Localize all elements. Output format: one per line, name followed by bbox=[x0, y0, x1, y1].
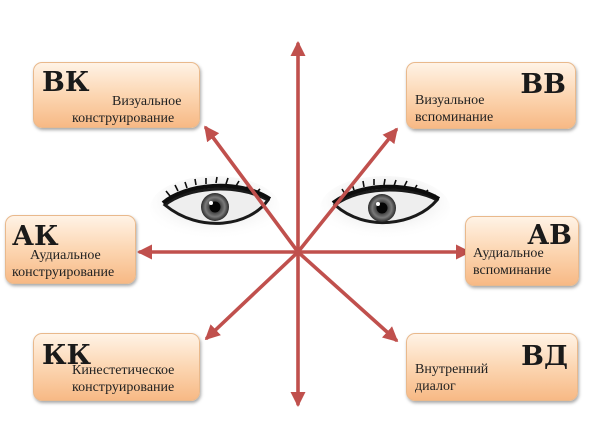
box-label-line1: Кинестетическое bbox=[72, 363, 175, 378]
arrow-up-left bbox=[204, 125, 300, 254]
box-visual-construct: ВК Визуальное конструирование bbox=[33, 62, 200, 128]
box-label-line1: Визуальное bbox=[415, 93, 485, 108]
box-label-line1: Аудиальное bbox=[473, 246, 544, 261]
box-visual-recall: ВВ Визуальное вспоминание bbox=[406, 62, 576, 129]
box-label-line1: Визуальное bbox=[112, 94, 182, 109]
box-label-line2: вспоминание bbox=[473, 263, 552, 278]
box-label-line2: диалог bbox=[415, 379, 456, 394]
box-label-line2: конструирование bbox=[72, 111, 175, 126]
box-label-line1: Внутренний bbox=[415, 362, 489, 377]
box-code: АК bbox=[12, 221, 59, 252]
left-eye bbox=[150, 176, 280, 240]
box-code: АВ bbox=[527, 220, 572, 251]
box-auditory-recall: АВ Аудиальное вспоминание bbox=[465, 216, 579, 286]
arrow-down-left bbox=[204, 250, 300, 341]
box-label-line2: конструирование bbox=[72, 380, 175, 395]
box-code: ВК bbox=[42, 67, 90, 98]
box-code: КК bbox=[42, 340, 92, 371]
box-label-line2: вспоминание bbox=[415, 110, 494, 125]
box-auditory-construct: АК Аудиальное конструирование bbox=[5, 215, 136, 284]
box-label-line2: конструирование bbox=[12, 265, 115, 280]
box-code: ВД bbox=[521, 341, 568, 372]
box-code: ВВ bbox=[520, 69, 566, 100]
arrow-down-right bbox=[296, 250, 399, 343]
box-label-line1: Аудиальное bbox=[30, 248, 101, 263]
arrow-up-right bbox=[296, 127, 398, 254]
box-internal-dialogue: ВД Внутренний диалог bbox=[406, 333, 578, 401]
box-kinesthetic-construct: КК Кинестетическое конструирование bbox=[33, 333, 200, 401]
